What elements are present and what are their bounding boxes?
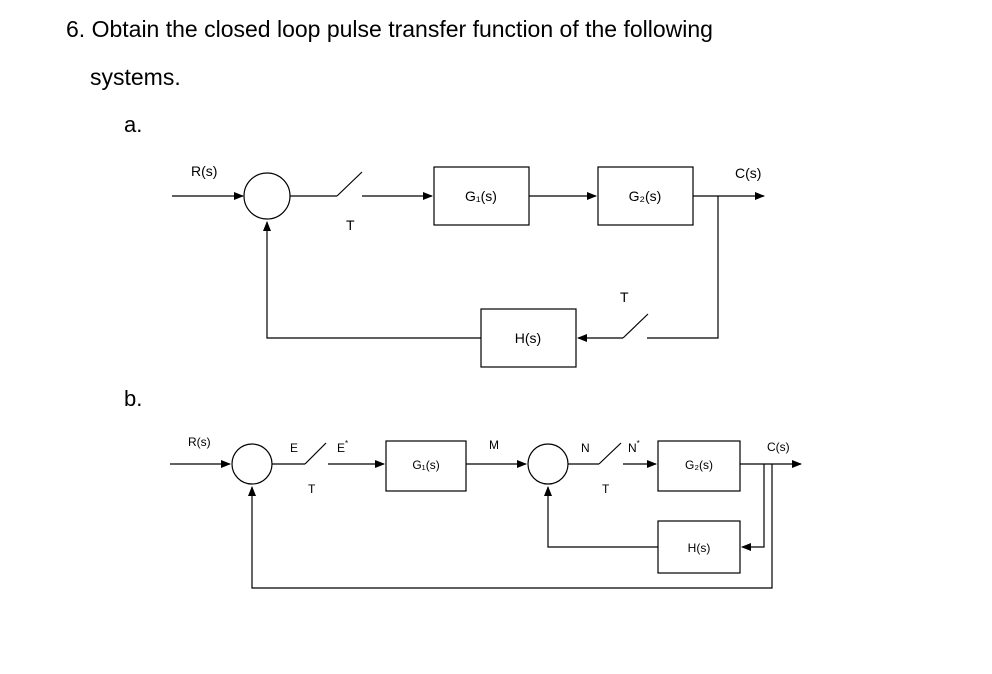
b-m-label: M — [489, 438, 499, 452]
a-sampler-2-label: T — [620, 289, 629, 305]
a-output-label: C(s) — [735, 165, 761, 181]
b-e-star-label: E* — [337, 439, 348, 455]
b-output-label: C(s) — [767, 440, 790, 454]
a-summing-junction — [243, 172, 291, 220]
a-h-label: H(s) — [515, 330, 541, 346]
b-sampler-1-label: T — [308, 482, 316, 496]
b-e-label: E — [290, 441, 298, 455]
b-g2-label: G₂(s) — [685, 458, 713, 472]
b-block-h — [657, 520, 741, 574]
b-sampler-2-switch — [598, 442, 622, 465]
question-text-2: systems. — [90, 64, 181, 90]
b-n-star-label: N* — [628, 439, 640, 455]
diagram-b-labels: R(s) E E* T G₁(s) M N N* T G₂(s) C(s) H(… — [188, 435, 790, 555]
question-text-1: Obtain the closed loop pulse transfer fu… — [91, 16, 713, 42]
a-sampler-1-label: T — [346, 217, 355, 233]
a-feedback-takeoff — [647, 196, 719, 339]
b-n-label: N — [581, 441, 590, 455]
question-number: 6. — [66, 16, 86, 42]
b-h-label: H(s) — [688, 541, 711, 555]
a-input-label: R(s) — [191, 163, 217, 179]
b-block-g1 — [385, 440, 467, 492]
b-sampler-1-switch — [304, 442, 327, 465]
diagram-b — [170, 440, 802, 589]
b-block-g2 — [657, 440, 741, 492]
a-g1-label: G₁(s) — [465, 188, 497, 204]
b-input-label: R(s) — [188, 435, 211, 449]
b-summing-junction-2 — [527, 443, 569, 485]
part-b-label: b. — [124, 386, 143, 411]
a-feedback-return — [263, 221, 481, 339]
b-outer-feedback — [248, 464, 773, 589]
b-g1-label: G₁(s) — [412, 458, 439, 472]
b-inner-takeoff — [741, 464, 765, 551]
a-sampler-2-switch — [622, 313, 649, 339]
diagram-a-labels: R(s) T G₁(s) G₂(s) C(s) T H(s) — [191, 163, 761, 346]
a-sampler-1-switch — [336, 171, 363, 197]
diagram-a — [172, 166, 765, 368]
a-block-g2 — [597, 166, 694, 226]
question-line-1: 6. Obtain the closed loop pulse transfer… — [66, 16, 713, 43]
b-inner-feedback — [544, 486, 658, 548]
a-g2-label: G₂(s) — [629, 188, 662, 204]
b-sampler-2-label: T — [602, 482, 610, 496]
part-a-label: a. — [124, 112, 143, 137]
b-summing-junction-1 — [231, 443, 273, 485]
